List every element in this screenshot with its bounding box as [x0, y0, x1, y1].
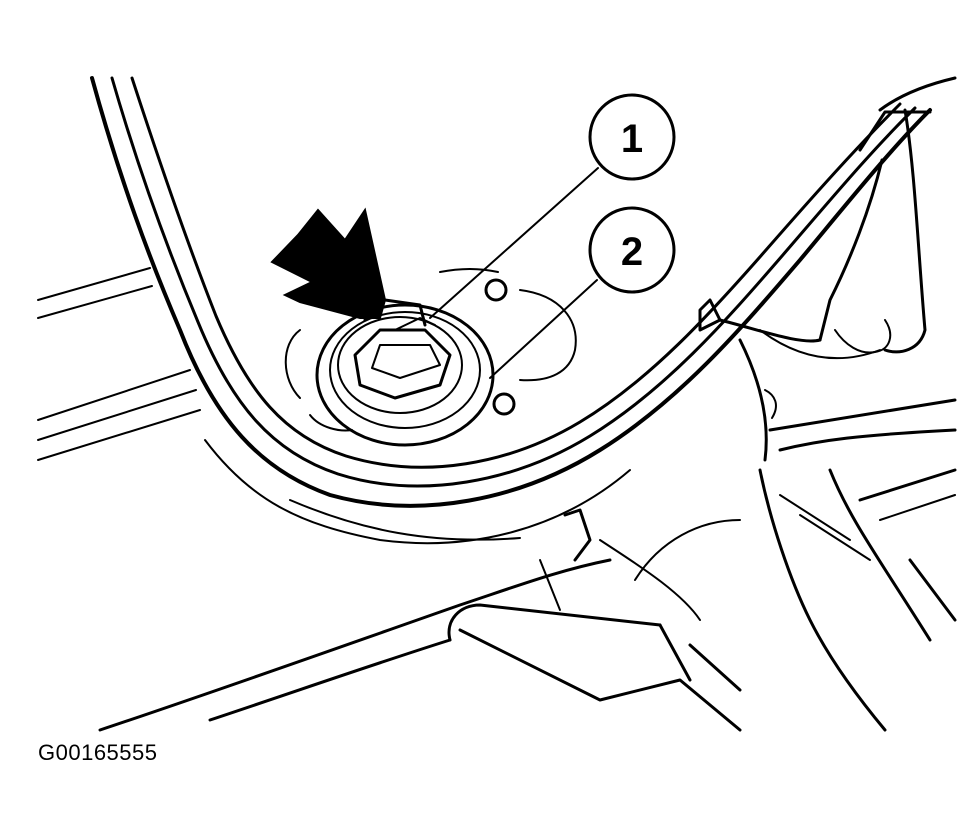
left-panel-lines [37, 267, 201, 461]
right-structure [698, 76, 957, 462]
callout-1: 1 [588, 93, 676, 181]
bolt-assembly [284, 268, 577, 447]
leader-line-2 [489, 279, 598, 379]
pointer-arrow-icon [270, 207, 387, 319]
figure-id-label: G00165555 [38, 740, 158, 765]
lower-right-structure [758, 468, 957, 732]
housing-outline [90, 76, 932, 545]
callout-1-label: 1 [621, 117, 643, 161]
lower-bracket [98, 508, 742, 732]
callout-2: 2 [588, 206, 676, 294]
leader-line-1 [429, 167, 599, 319]
callout-2-label: 2 [621, 230, 643, 274]
